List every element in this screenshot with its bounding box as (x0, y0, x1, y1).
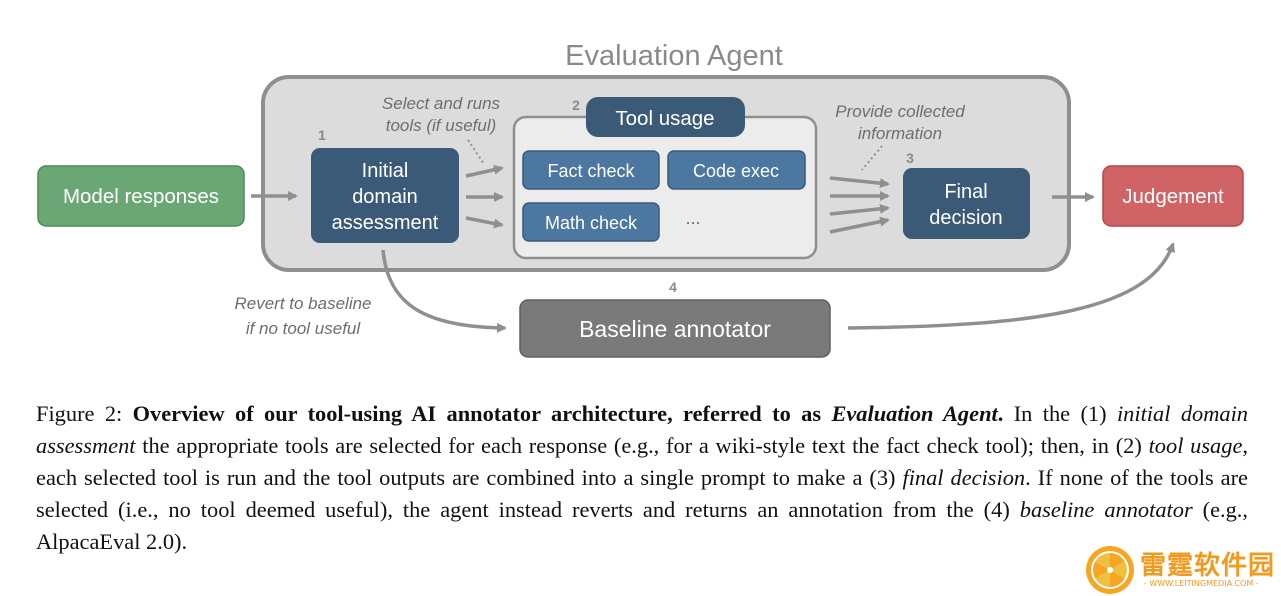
tool-more-ellipsis: ... (685, 208, 700, 228)
arrow-to-tools-1 (465, 164, 504, 178)
tool-code-exec (667, 150, 806, 190)
tool-usage-label: Tool usage (615, 107, 714, 130)
baseline-annotator-box (519, 299, 831, 358)
caption-italic-2: tool usage (1148, 433, 1243, 458)
tool-math-check (522, 202, 660, 242)
architecture-diagram: Evaluation Agent Model responses 1 Initi… (37, 40, 1244, 358)
arrow-to-final-1 (829, 176, 890, 189)
arrow-to-final-4 (829, 216, 890, 234)
caption-text-2: the appropriate tools are selected for e… (135, 433, 1149, 458)
figure-caption: Figure 2: Overview of our tool-using AI … (36, 398, 1248, 558)
step-4-number: 4 (669, 279, 677, 295)
arrow-baseline-to-judgement (847, 242, 1176, 330)
watermark-title: 雷霆软件园 (1140, 551, 1276, 581)
initial-assessment-box (311, 148, 459, 243)
initial-assessment-line-3: assessment (332, 212, 439, 234)
caption-bold-post: . (997, 401, 1004, 426)
caption-italic-4: baseline annotator (1019, 497, 1193, 522)
judgement-label: Judgement (1122, 185, 1224, 208)
initial-assessment-line-2: domain (352, 186, 418, 208)
caption-text-5: (e.g., AlpacaEval 2.0). (36, 497, 1248, 554)
step-1-number: 1 (318, 127, 326, 143)
initial-assessment-line-1: Initial (362, 160, 409, 182)
caption-bold-italic: Evaluation Agent (831, 401, 998, 426)
arrow-revert-to-baseline (381, 249, 507, 333)
tool-fact-check (522, 150, 660, 190)
orange-logo-icon (1086, 546, 1134, 594)
tool-math-check-label: Math check (545, 213, 638, 233)
final-decision-line-1: Final (944, 181, 987, 203)
step-2-number: 2 (572, 97, 580, 113)
watermark-url: - WWW.LEITINGMEDIA.COM - (1144, 579, 1259, 588)
arrow-to-final-3 (829, 203, 890, 216)
provide-info-pointer (861, 145, 883, 171)
caption-italic-1: initial domain assessment (36, 401, 1248, 458)
caption-text-4: . If none of the tools are selected (i.e… (36, 465, 1248, 522)
final-decision-line-2: decision (929, 207, 1002, 229)
provide-info-annotation-1: Provide collected (835, 102, 965, 121)
provide-info-annotation-2: information (858, 124, 942, 143)
revert-annotation-2: if no tool useful (246, 319, 362, 338)
select-tools-annotation-1: Select and runs (382, 94, 501, 113)
caption-text-3: , each selected tool is run and the tool… (36, 433, 1248, 490)
judgement-box (1102, 165, 1244, 227)
caption-label: Figure 2: (36, 401, 123, 426)
caption-italic-3: final decision (902, 465, 1026, 490)
tool-code-exec-label: Code exec (693, 161, 779, 181)
model-responses-box (37, 165, 245, 227)
final-decision-box (903, 168, 1030, 239)
caption-bold-title: Overview of our tool-using AI annotator … (133, 401, 1004, 426)
caption-text-1: In the (1) (1003, 401, 1117, 426)
step-3-number: 3 (906, 150, 914, 166)
select-tools-annotation-2: tools (if useful) (386, 116, 497, 135)
baseline-annotator-label: Baseline annotator (579, 316, 771, 342)
watermark: 雷霆软件园 - WWW.LEITINGMEDIA.COM - (1084, 544, 1279, 596)
model-responses-label: Model responses (63, 185, 219, 208)
caption-bold-pre: Overview of our tool-using AI annotator … (132, 401, 832, 426)
tool-usage-header (586, 97, 745, 137)
arrow-to-tools-3 (465, 216, 504, 229)
diagram-title: Evaluation Agent (565, 40, 783, 72)
tool-fact-check-label: Fact check (547, 161, 635, 181)
revert-annotation-1: Revert to baseline (234, 294, 371, 313)
